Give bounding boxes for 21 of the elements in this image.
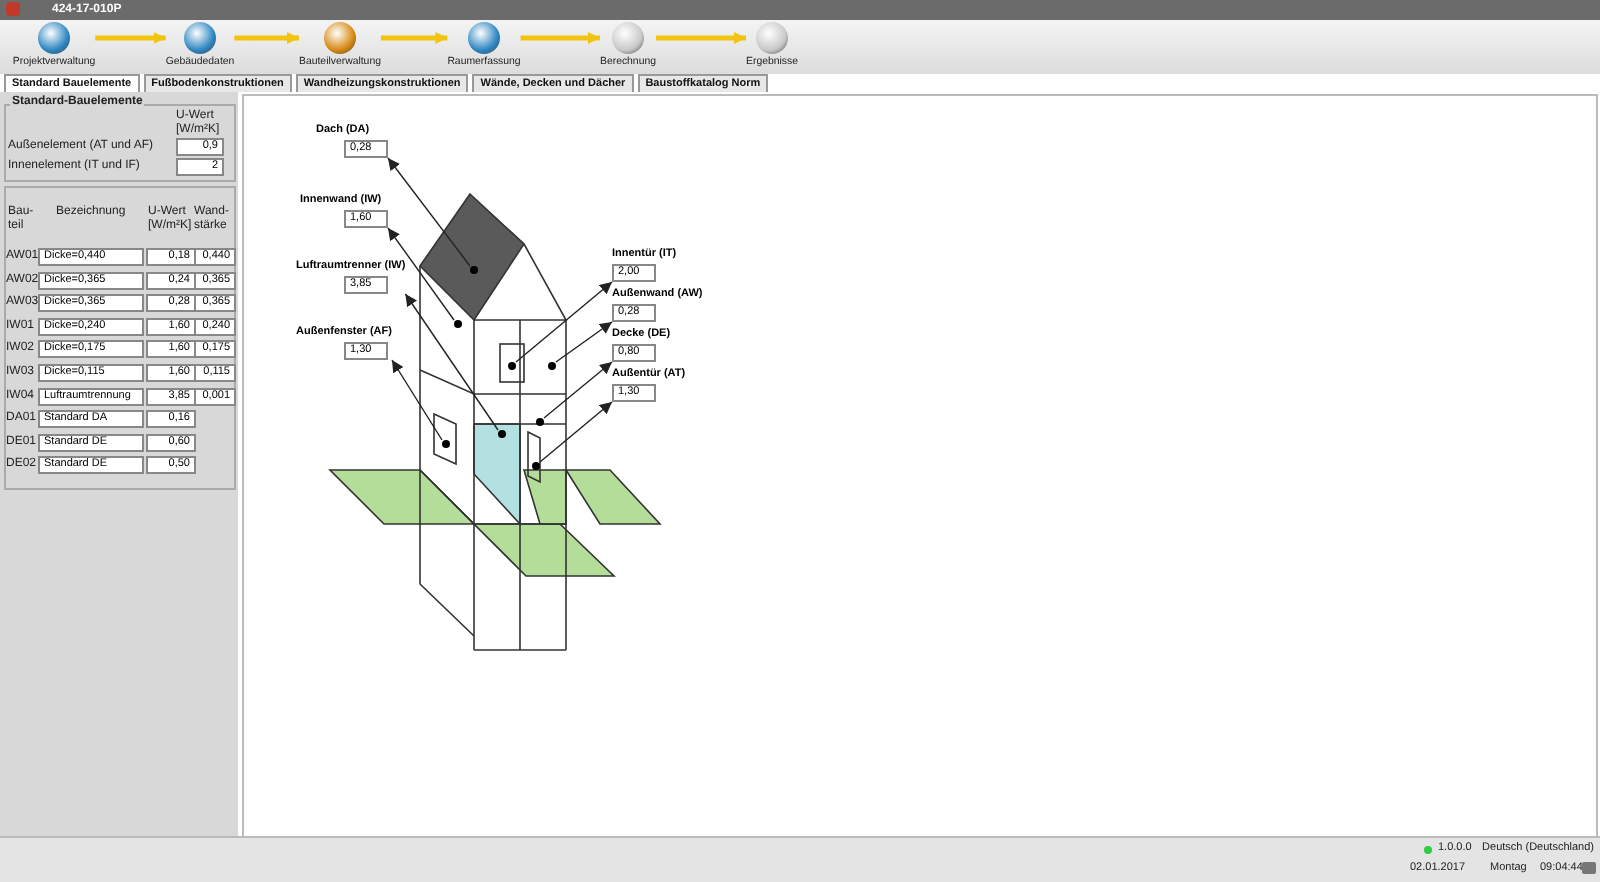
marker-dot	[454, 320, 462, 328]
leader-line	[515, 281, 613, 363]
leader-line	[555, 321, 613, 363]
marker-dot	[536, 418, 544, 426]
marker-dot	[548, 362, 556, 370]
leader-line	[404, 293, 499, 431]
marker-dot	[508, 362, 516, 370]
arrow	[380, 32, 448, 44]
marker-dot	[442, 440, 450, 448]
arrow	[520, 32, 600, 44]
arrow	[234, 32, 300, 44]
arrow	[95, 32, 166, 44]
leader-line	[539, 401, 613, 463]
leader-line	[387, 227, 455, 321]
marker-dot	[498, 430, 506, 438]
leader-line	[387, 157, 471, 267]
leader-line	[391, 359, 443, 441]
leader-line	[543, 361, 613, 419]
marker-dot	[470, 266, 478, 274]
marker-dot	[532, 462, 540, 470]
arrow	[655, 32, 747, 44]
